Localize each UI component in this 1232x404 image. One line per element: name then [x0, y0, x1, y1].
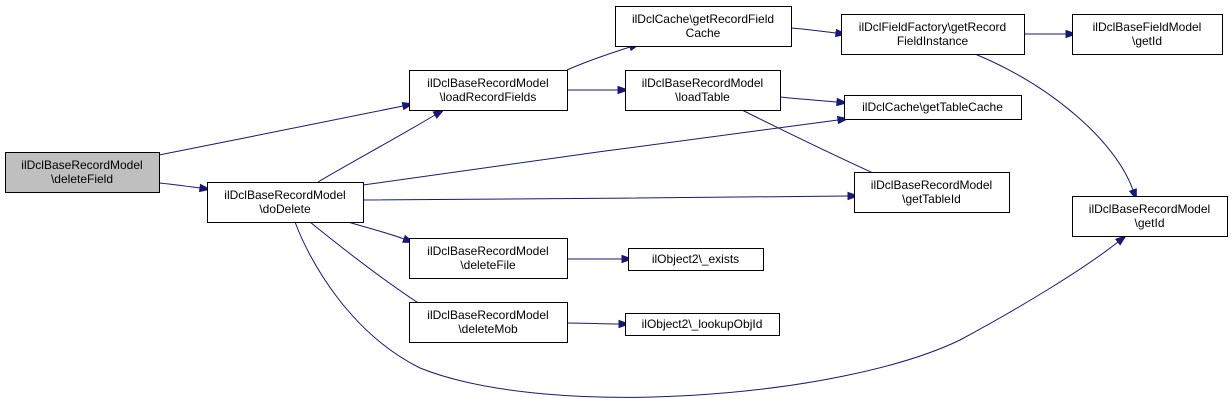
arrowhead-icon	[621, 254, 634, 264]
node-label-line: ilDclBaseRecordModel	[642, 76, 763, 90]
node-n4[interactable]: ilDclBaseRecordModel\deleteMob	[409, 302, 568, 343]
node-box	[5, 152, 160, 193]
node-label-line: ilDclFieldFactory\getRecord	[859, 20, 1006, 34]
node-box	[207, 182, 364, 223]
node-n2[interactable]: ilDclBaseRecordModel\loadRecordFields	[409, 70, 568, 111]
edge-line	[362, 195, 849, 201]
edge-line	[347, 221, 405, 240]
node-box	[409, 70, 568, 111]
edge-n9-to-n12	[1024, 29, 1078, 39]
edge-line	[566, 46, 631, 71]
arrowhead-icon	[836, 97, 849, 107]
node-box	[841, 14, 1025, 55]
edge-n4-to-n8	[566, 319, 631, 329]
node-box	[409, 238, 568, 279]
arrowhead-icon	[617, 85, 630, 95]
edge-n1-to-n3	[347, 221, 415, 244]
node-label-line: \loadTable	[675, 90, 730, 104]
edge-line	[974, 53, 1134, 191]
node-box	[625, 313, 780, 336]
node-label-line: \deleteMob	[458, 322, 518, 336]
edge-n0-to-n1	[158, 182, 212, 193]
call-graph-nodes: ilDclBaseRecordModel\deleteFieldilDclBas…	[5, 6, 1228, 343]
node-label-line: ilDclBaseFieldModel	[1093, 20, 1202, 34]
arrowhead-icon	[1065, 29, 1078, 39]
node-label-line: \getTableId	[902, 192, 961, 206]
node-n13[interactable]: ilDclBaseRecordModel\getId	[1072, 196, 1228, 237]
node-label-line: ilDclBaseRecordModel	[21, 158, 142, 172]
node-box	[1072, 14, 1223, 55]
node-label-line: \loadRecordFields	[440, 90, 537, 104]
node-label-line: \doDelete	[259, 202, 311, 216]
node-n1[interactable]: ilDclBaseRecordModel\doDelete	[207, 182, 364, 223]
edge-n2-to-n6	[567, 85, 630, 95]
edge-line	[317, 114, 436, 183]
edge-n6-to-n11	[741, 109, 895, 183]
node-label-line: \getId	[1134, 216, 1164, 230]
node-label-line: ilObject2\_exists	[652, 252, 739, 266]
node-box	[844, 95, 1022, 120]
node-label-line: ilDclBaseRecordModel	[1089, 202, 1210, 216]
edge-line	[779, 96, 838, 103]
node-n7[interactable]: ilObject2\_exists	[628, 248, 764, 271]
node-n0[interactable]: ilDclBaseRecordModel\deleteField	[5, 152, 160, 193]
node-box	[854, 172, 1010, 213]
edge-line	[741, 109, 885, 179]
node-label-line: \deleteField	[51, 172, 113, 186]
node-box	[1072, 196, 1228, 237]
node-label-line: Cache	[686, 26, 721, 40]
arrowhead-icon	[618, 319, 631, 329]
node-box	[628, 248, 764, 271]
node-label-line: \deleteFile	[460, 258, 516, 272]
edge-n6-to-n10	[779, 96, 849, 107]
node-label-line: ilDclBaseRecordModel	[871, 178, 992, 192]
edge-line	[362, 119, 839, 186]
node-n6[interactable]: ilDclBaseRecordModel\loadTable	[625, 70, 781, 111]
arrowhead-icon	[1115, 234, 1128, 246]
node-label-line: ilDclBaseRecordModel	[427, 244, 548, 258]
node-label-line: ilDclBaseRecordModel	[224, 188, 345, 202]
edge-n1-to-n11	[362, 191, 860, 201]
node-box	[409, 302, 568, 343]
node-n12[interactable]: ilDclBaseFieldModel\getId	[1072, 14, 1223, 55]
edge-n1-to-n13	[294, 221, 1128, 398]
node-box	[625, 70, 781, 111]
edge-n3-to-n7	[567, 254, 634, 264]
arrowhead-icon	[432, 109, 445, 119]
node-label-line: ilDclBaseRecordModel	[427, 308, 548, 322]
edge-line	[566, 322, 620, 325]
edge-n2-to-n5	[566, 43, 641, 71]
node-label-line: FieldInstance	[897, 34, 969, 48]
node-label-line: \getId	[1132, 34, 1162, 48]
node-label-line: ilDclCache\getRecordField	[632, 12, 774, 26]
node-label-line: ilDclCache\getTableCache	[862, 100, 1003, 114]
edge-line	[158, 105, 404, 156]
arrowhead-icon	[847, 191, 860, 201]
edge-n0-to-n2	[158, 101, 415, 156]
node-n11[interactable]: ilDclBaseRecordModel\getTableId	[854, 172, 1010, 213]
node-label-line: ilDclBaseRecordModel	[427, 76, 548, 90]
edge-n1-to-n2	[317, 109, 445, 183]
node-label-line: ilObject2\_lookupObjId	[642, 317, 763, 331]
node-n3[interactable]: ilDclBaseRecordModel\deleteFile	[409, 238, 568, 279]
node-box	[615, 6, 792, 47]
edge-n5-to-n9	[790, 27, 848, 38]
node-n10[interactable]: ilDclCache\getTableCache	[844, 95, 1022, 120]
edge-line	[790, 27, 837, 34]
edge-line	[294, 221, 1119, 398]
node-n8[interactable]: ilObject2\_lookupObjId	[625, 313, 780, 336]
edge-line	[158, 182, 201, 189]
